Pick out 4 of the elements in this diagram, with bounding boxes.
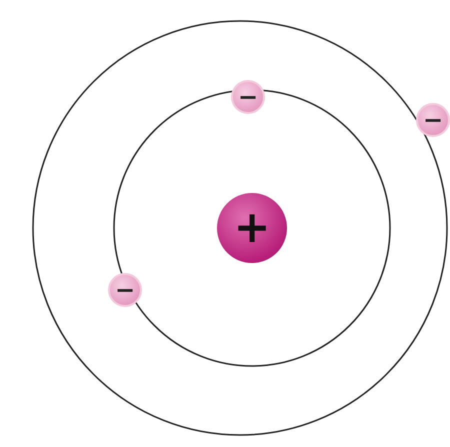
nucleus: +	[217, 193, 287, 263]
electron: −	[416, 103, 450, 137]
electron: −	[108, 273, 142, 307]
electron: −	[231, 80, 265, 114]
